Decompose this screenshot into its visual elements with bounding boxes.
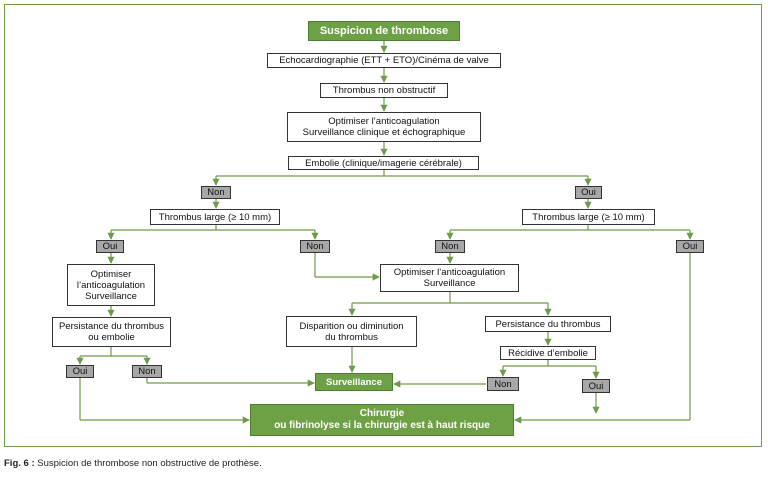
optimiser-anticoagulation-center-box: Optimiser l’anticoagulation Surveillance — [380, 264, 519, 292]
chirurgie-box: Chirurgie ou fibrinolyse si la chirurgie… — [250, 404, 514, 436]
large-right-oui-badge: Oui — [676, 240, 704, 253]
recidive-embolie-box: Récidive d’embolie — [500, 346, 596, 360]
recidive-oui-badge: Oui — [582, 379, 610, 393]
surveillance-box: Surveillance — [315, 373, 393, 391]
diagram-frame — [4, 4, 762, 447]
embolie-box: Embolie (clinique/imagerie cérébrale) — [288, 156, 479, 170]
embolie-non-badge: Non — [201, 186, 231, 199]
large-right-non-badge: Non — [435, 240, 465, 253]
figure-caption: Fig. 6 : Suspicion de thrombose non obst… — [4, 458, 262, 469]
figure-caption-label: Fig. 6 : — [4, 458, 35, 469]
large-left-non-badge: Non — [300, 240, 330, 253]
large-left-oui-badge: Oui — [96, 240, 124, 253]
persistance-left-non-badge: Non — [132, 365, 162, 378]
suspicion-thrombose-box: Suspicion de thrombose — [308, 21, 460, 41]
thrombus-non-obstructif-box: Thrombus non obstructif — [320, 83, 448, 98]
persistance-thrombus-right-box: Persistance du thrombus — [485, 316, 611, 332]
persistance-left-oui-badge: Oui — [66, 365, 94, 378]
recidive-non-badge: Non — [487, 377, 519, 391]
optimiser-anticoagulation-top-box: Optimiser l’anticoagulation Surveillance… — [287, 112, 481, 142]
thrombus-large-right-box: Thrombus large (≥ 10 mm) — [522, 209, 655, 225]
figure-caption-text: Suspicion de thrombose non obstructive d… — [34, 458, 262, 469]
persistance-embolie-left-box: Persistance du thrombus ou embolie — [52, 317, 171, 347]
disparition-diminution-box: Disparition ou diminution du thrombus — [286, 316, 417, 347]
embolie-oui-badge: Oui — [575, 186, 602, 199]
echocardiographie-box: Echocardiographie (ETT + ETO)/Cinéma de … — [267, 53, 501, 68]
thrombus-large-left-box: Thrombus large (≥ 10 mm) — [150, 209, 280, 225]
optimiser-anticoagulation-left-box: Optimiser l’anticoagulation Surveillance — [67, 264, 155, 306]
